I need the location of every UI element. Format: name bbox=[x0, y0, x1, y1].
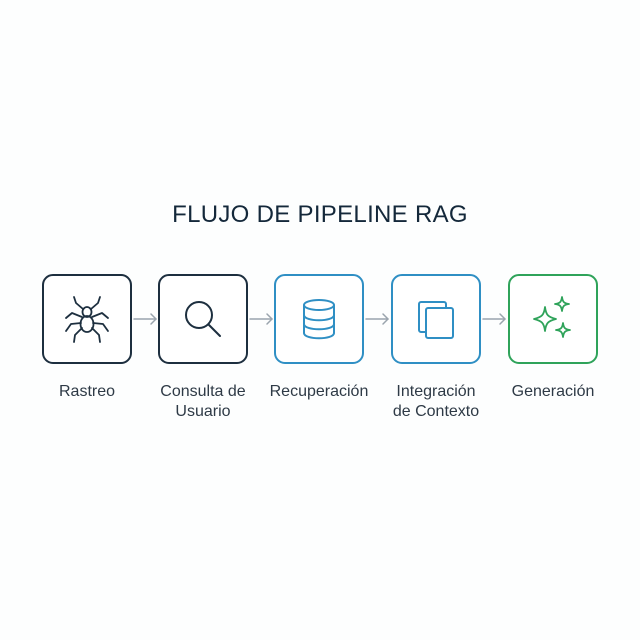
diagram-title: FLUJO DE PIPELINE RAG bbox=[172, 201, 468, 228]
step-box-recuperacion bbox=[274, 274, 364, 364]
step-label-line: Recuperación bbox=[269, 383, 369, 400]
step-label-line: Generación bbox=[511, 383, 595, 400]
step-label-line: Consulta de bbox=[160, 383, 246, 400]
step-label-consulta: Consulta de Usuario bbox=[138, 382, 268, 422]
arrow-icon bbox=[133, 313, 157, 325]
step-generacion bbox=[508, 274, 598, 364]
step-rastreo bbox=[42, 274, 132, 364]
step-box-rastreo bbox=[42, 274, 132, 364]
step-recuperacion bbox=[274, 274, 364, 364]
layers-icon bbox=[418, 301, 454, 339]
step-label-line: Usuario bbox=[175, 403, 231, 420]
step-label-line: Integración bbox=[396, 383, 476, 400]
arrow-icon bbox=[365, 313, 389, 325]
database-icon bbox=[303, 299, 335, 340]
step-label-line: de Contexto bbox=[392, 403, 480, 420]
step-label-generacion: Generación bbox=[488, 382, 618, 402]
spider-icon bbox=[65, 296, 109, 343]
step-integracion bbox=[391, 274, 481, 364]
step-consulta bbox=[158, 274, 248, 364]
arrow-icon bbox=[249, 313, 273, 325]
sparkles-icon bbox=[533, 296, 571, 338]
search-icon bbox=[185, 301, 221, 337]
arrow-icon bbox=[482, 313, 506, 325]
step-box-integracion bbox=[391, 274, 481, 364]
step-label-recuperacion: Recuperación bbox=[254, 382, 384, 402]
step-box-consulta bbox=[158, 274, 248, 364]
step-label-rastreo: Rastreo bbox=[22, 382, 152, 402]
step-label-integracion: Integración de Contexto bbox=[371, 382, 501, 422]
step-label-line: Rastreo bbox=[58, 383, 116, 400]
step-box-generacion bbox=[508, 274, 598, 364]
